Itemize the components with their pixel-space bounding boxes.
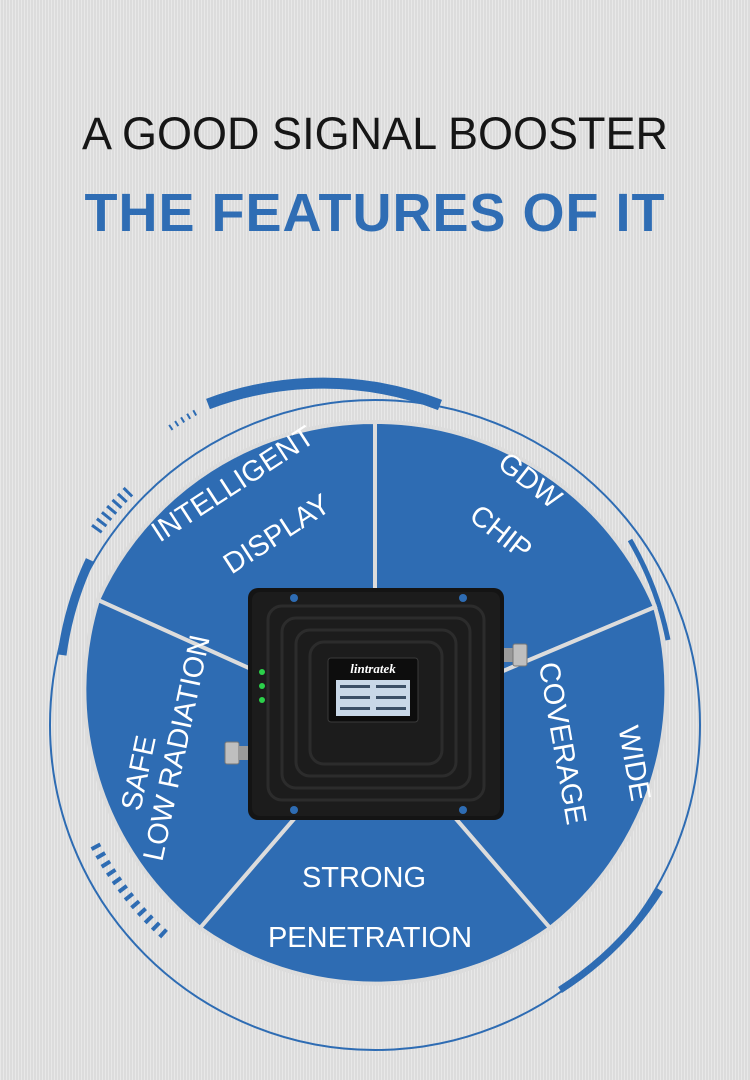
- device-brand: lintratek: [350, 661, 396, 676]
- mount-hole-tr: [459, 594, 467, 602]
- headline-title: A GOOD SIGNAL BOOSTER: [82, 108, 668, 159]
- signal-booster-device: lintratek: [224, 588, 528, 820]
- led-2: [259, 683, 265, 689]
- mount-hole-bl: [290, 806, 298, 814]
- outer-ring: [49, 377, 701, 1051]
- ring-dashes-topleft: [168, 407, 202, 431]
- mount-hole-tl: [290, 594, 298, 602]
- sector-wide-coverage: [371, 604, 669, 931]
- ring-arc-thick-left: [57, 558, 95, 656]
- label-strong: STRONG: [302, 862, 426, 894]
- mount-hole-br: [459, 806, 467, 814]
- ring-arc-medium-right: [627, 538, 671, 641]
- led-3: [259, 697, 265, 703]
- ring-dashes-left: [91, 485, 135, 534]
- label-penetration: PENETRATION: [268, 922, 472, 954]
- ring-arc-thick-top: [206, 377, 442, 411]
- headline-subtitle: THE FEATURES OF IT: [84, 183, 666, 243]
- connector-left: [224, 741, 250, 765]
- sector-strong-penetration: [197, 721, 553, 986]
- led-1: [259, 669, 265, 675]
- connector-right: [503, 643, 528, 667]
- ring-arc-thick-bottomright: [558, 888, 663, 993]
